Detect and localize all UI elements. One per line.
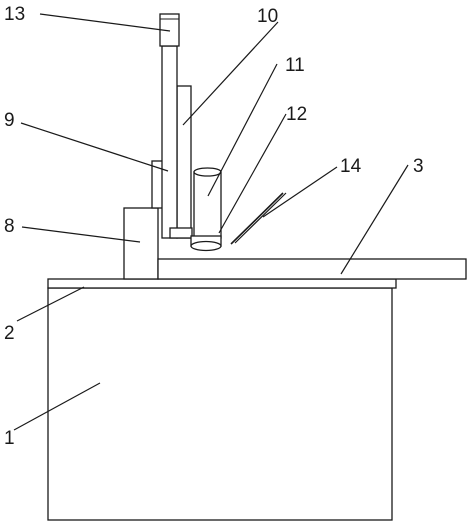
label-2: 2 [4, 323, 15, 344]
part-3-workbench-board [157, 258, 467, 280]
label-1: 1 [4, 428, 15, 449]
connecting-arm [169, 227, 193, 239]
leader-1 [13, 382, 101, 431]
part-11-motor [193, 171, 222, 239]
leader-11 [207, 63, 278, 197]
part-8-support-block [123, 207, 159, 280]
leader-14 [262, 166, 338, 218]
vertical-column [161, 45, 178, 239]
part-14-blade-edge-a [230, 192, 284, 245]
leader-13 [39, 13, 171, 32]
part-10-guide-plate [176, 85, 192, 239]
leader-3 [340, 164, 409, 275]
label-13: 13 [4, 4, 25, 25]
label-14: 14 [340, 156, 362, 177]
leader-9 [20, 122, 169, 172]
part-1-base-cabinet [47, 287, 393, 521]
label-3: 3 [413, 156, 424, 177]
part-2-top-plate [47, 278, 397, 289]
leader-8 [21, 226, 141, 243]
label-8: 8 [4, 216, 15, 237]
leader-10 [182, 21, 279, 126]
part-14-blade-edge-b [234, 192, 287, 244]
leader-12 [218, 113, 287, 234]
leader-2 [16, 286, 85, 322]
label-9: 9 [4, 110, 15, 131]
label-11: 11 [285, 55, 305, 76]
label-10: 10 [257, 6, 278, 27]
cutting-head-bottom-ellipse [190, 240, 222, 252]
label-12: 12 [286, 104, 307, 125]
motor-top-ellipse [193, 167, 222, 177]
